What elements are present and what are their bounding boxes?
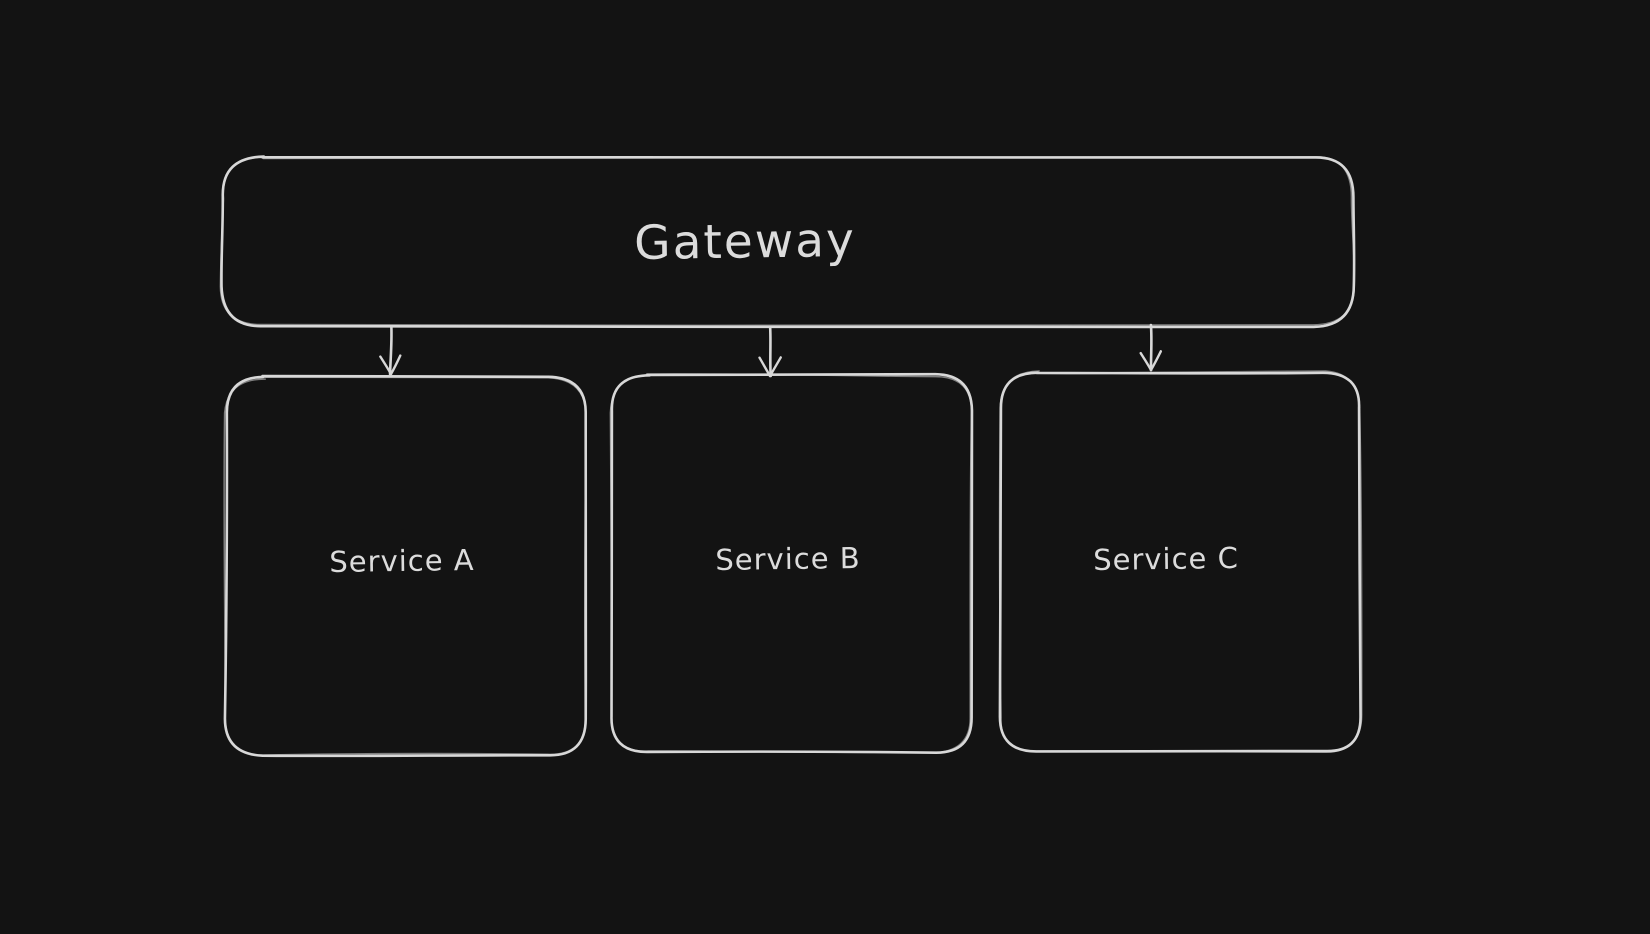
node-service-b[interactable] bbox=[609, 372, 974, 754]
node-service-a[interactable] bbox=[223, 374, 588, 758]
edge-gateway-to-service-a[interactable] bbox=[379, 325, 402, 376]
node-label-service-c: Service C bbox=[1092, 540, 1240, 578]
node-service-c[interactable] bbox=[998, 370, 1363, 754]
edge-gateway-to-service-c[interactable] bbox=[1139, 323, 1163, 372]
node-gateway[interactable] bbox=[219, 155, 1356, 329]
edge-gateway-to-service-b[interactable] bbox=[758, 325, 782, 378]
node-label-service-a: Service A bbox=[329, 542, 475, 580]
node-label-gateway: Gateway bbox=[633, 212, 857, 272]
node-label-service-b: Service B bbox=[715, 540, 861, 578]
